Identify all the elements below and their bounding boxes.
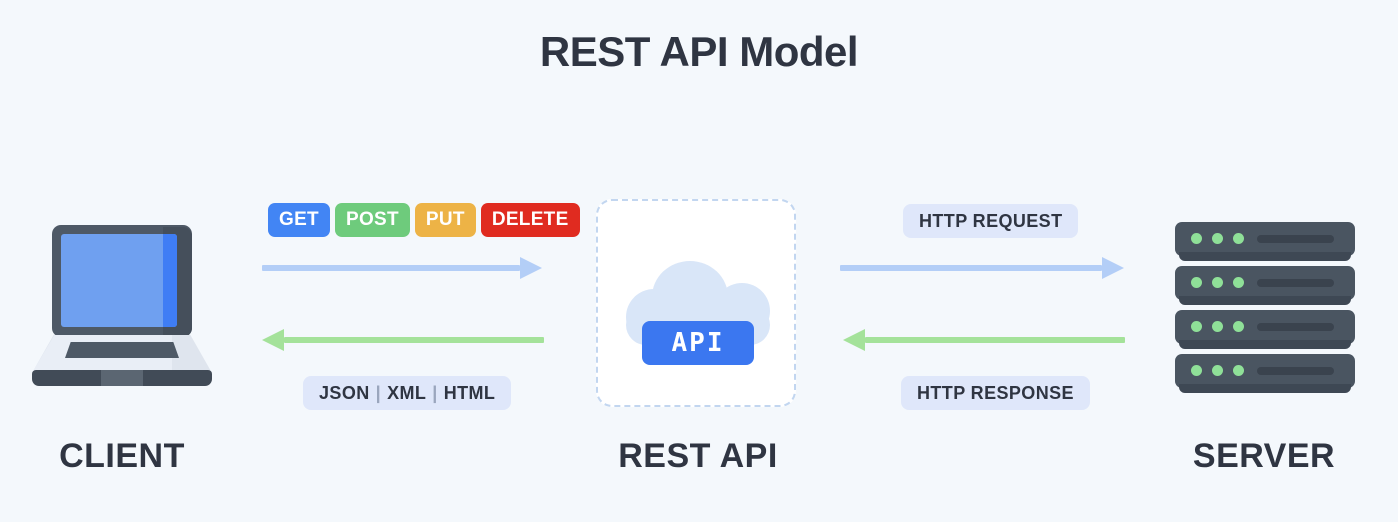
arrow-line [284, 337, 544, 343]
arrow-api-to-server [840, 257, 1124, 279]
format-separator: | [432, 382, 438, 403]
format-separator: | [375, 382, 382, 403]
server-rack-foot [1179, 384, 1351, 393]
server-bar [1257, 323, 1334, 331]
arrow-line [840, 265, 1102, 271]
response-formats-badge: JSON | XML | HTML [303, 376, 512, 410]
server-led [1212, 233, 1223, 244]
server-led [1233, 277, 1244, 288]
arrow-head [262, 329, 284, 351]
arrow-head [520, 257, 542, 279]
server-bar [1257, 279, 1334, 287]
rest-api-box: API [596, 199, 796, 407]
server-led [1191, 277, 1202, 288]
server-led [1191, 365, 1202, 376]
arrow-api-to-client [262, 329, 544, 351]
laptop-screen [61, 234, 177, 327]
server-led [1191, 321, 1202, 332]
server-rack-icon [1175, 222, 1355, 393]
server-bar [1257, 235, 1334, 243]
laptop-keyboard [65, 342, 179, 358]
http-method-badges: GET POST PUT DELETE [268, 203, 580, 237]
laptop-trackpad [101, 370, 143, 386]
arrow-client-to-api [262, 257, 542, 279]
http-response-badge: HTTP RESPONSE [901, 376, 1090, 410]
server-rack-foot [1179, 340, 1351, 349]
server-led [1233, 365, 1244, 376]
laptop-icon [32, 225, 212, 386]
format-html: HTML [443, 382, 496, 403]
server-led [1233, 321, 1244, 332]
arrow-line [865, 337, 1125, 343]
server-rack-foot [1179, 252, 1351, 261]
server-led [1191, 233, 1202, 244]
http-request-badge: HTTP REQUEST [903, 204, 1079, 238]
server-bar [1257, 367, 1334, 375]
api-badge: API [642, 321, 754, 365]
method-badge-put[interactable]: PUT [414, 203, 476, 237]
arrow-head [1102, 257, 1124, 279]
server-led [1212, 321, 1223, 332]
laptop-screen-edge [163, 234, 177, 327]
arrow-line [262, 265, 520, 271]
node-label-server: SERVER [1192, 437, 1336, 475]
server-led [1233, 233, 1244, 244]
server-led [1212, 365, 1223, 376]
method-badge-post[interactable]: POST [334, 203, 410, 237]
method-badge-delete[interactable]: DELETE [480, 203, 580, 237]
node-label-rest-api: REST API [618, 437, 778, 475]
server-rack-foot [1179, 296, 1351, 305]
node-label-client: CLIENT [59, 437, 185, 475]
format-json: JSON [319, 382, 370, 403]
arrow-server-to-api [843, 329, 1125, 351]
method-badge-get[interactable]: GET [268, 203, 330, 237]
page-title: REST API Model [539, 28, 859, 75]
server-led [1212, 277, 1223, 288]
arrow-head [843, 329, 865, 351]
format-xml: XML [387, 382, 427, 403]
